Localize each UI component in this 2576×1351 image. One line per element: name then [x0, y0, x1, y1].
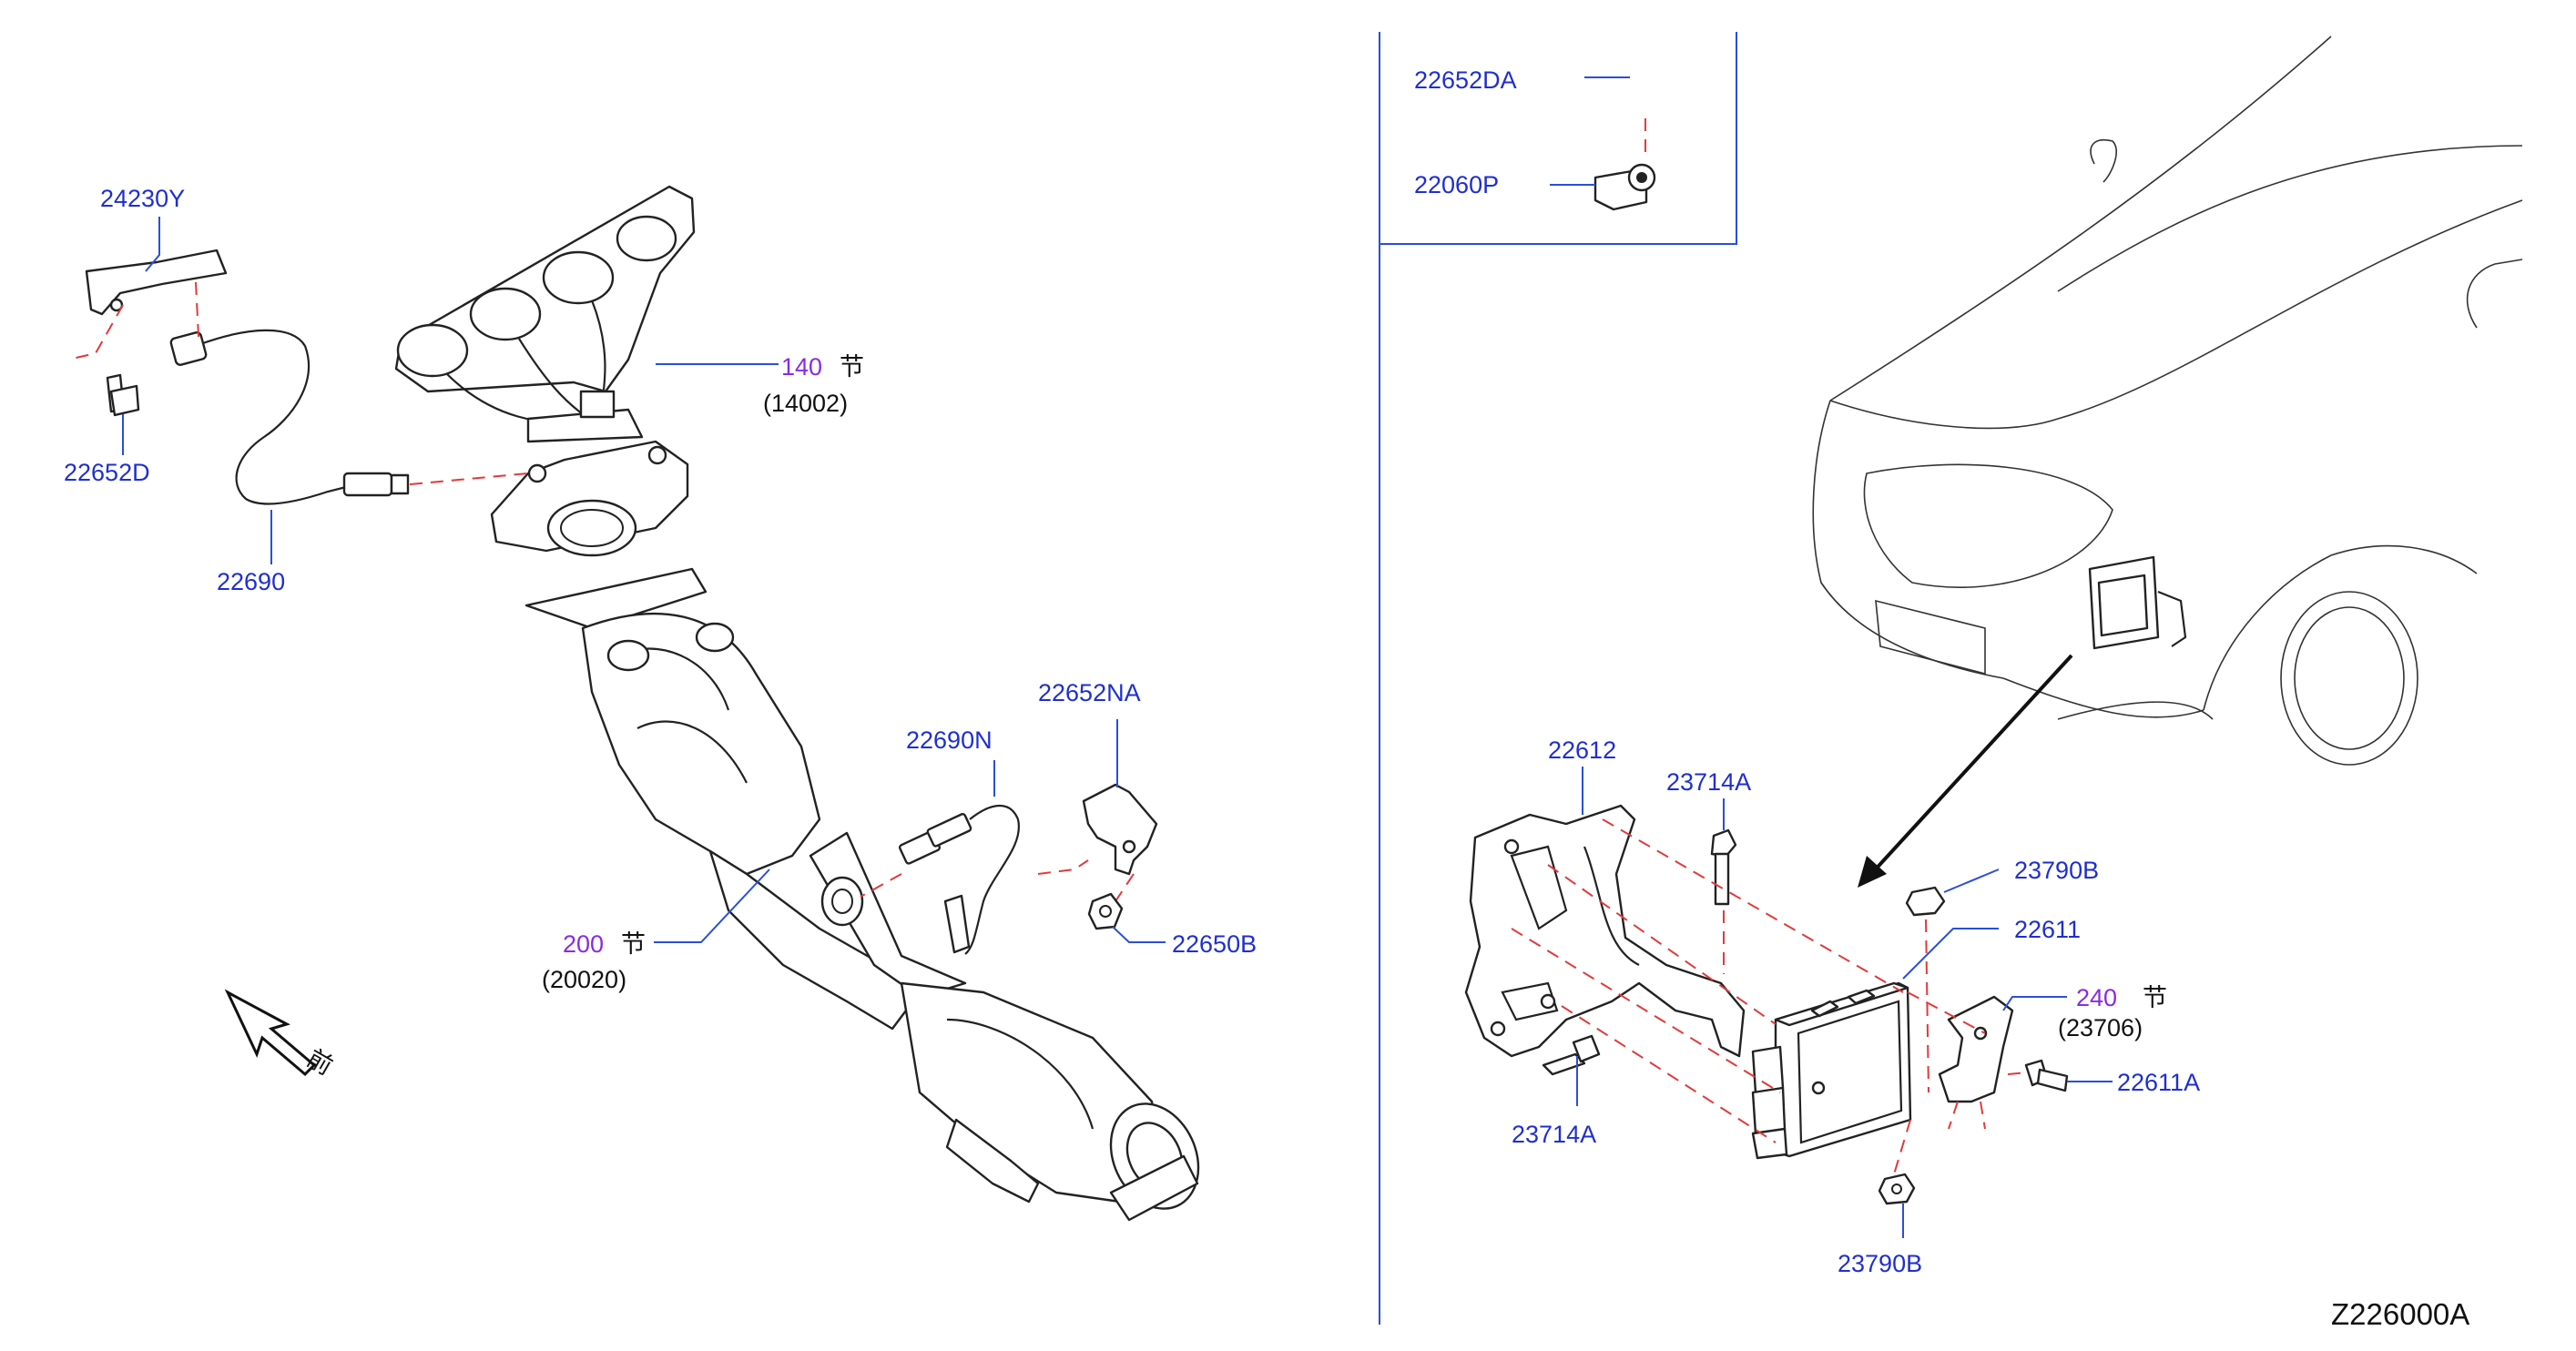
label-22611: 22611 [2014, 916, 2081, 943]
label-200-section: 节 [621, 930, 646, 958]
knock-sensor-part[interactable] [1593, 163, 1656, 211]
label-140-ref: (14002) [763, 390, 848, 417]
label-22690n: 22690N [906, 726, 993, 754]
bracket-guide-line-a [67, 304, 124, 361]
heated-oxygen-sensor-part[interactable] [899, 805, 1021, 955]
nut-guide-line [1115, 873, 1135, 902]
label-22652na: 22652NA [1038, 679, 1141, 706]
bolt-22611a[interactable] [2024, 1059, 2069, 1092]
label-22060p: 22060P [1414, 171, 1499, 198]
o2-sensor-guide-line [409, 472, 529, 485]
vehicle-outline [1812, 36, 2523, 766]
bolt-22652d[interactable] [106, 373, 140, 417]
label-22650b: 22650B [1172, 930, 1257, 958]
label-140-section: 节 [840, 353, 864, 381]
label-22652da: 22652DA [1414, 66, 1517, 94]
location-arrow [1858, 654, 2073, 888]
label-22611a: 22611A [2117, 1069, 2200, 1096]
label-23790b-bottom: 23790B [1838, 1250, 1922, 1277]
callout-labels: 24230Y 22652D 22690 140 节 (14002) 200 节 … [64, 66, 2469, 1331]
callout-leaders [122, 217, 2113, 1238]
front-tube-catalyst-part[interactable] [524, 567, 1215, 1223]
label-240-section: 节 [2143, 984, 2167, 1011]
label-240: 240 [2076, 984, 2117, 1011]
label-200-ref: (20020) [542, 966, 626, 993]
ecm-bracket-part[interactable] [1464, 804, 1746, 1058]
rear-sensor-guide-line [860, 873, 902, 898]
diagram-id: Z226000A [2331, 1297, 2469, 1331]
bolt-23714a-top[interactable] [1710, 828, 1737, 906]
bracket-guide-line-b [195, 281, 199, 338]
label-200: 200 [563, 930, 604, 958]
bolt-23714a-bottom[interactable] [1542, 1034, 1601, 1076]
label-23714a-top: 23714A [1666, 768, 1751, 796]
layout-dividers [1379, 32, 1737, 1325]
label-23790b-top: 23790B [2014, 857, 2099, 884]
top-nut-guide-line [1925, 919, 1929, 1093]
label-22652d: 22652D [64, 459, 150, 486]
ecm-unit-part[interactable] [1751, 981, 1912, 1160]
front-label: 前 [302, 1044, 337, 1080]
front-direction-arrow-icon [224, 989, 317, 1077]
rear-sensor-guide-line-b [1037, 859, 1089, 875]
air-fuel-sensor-part[interactable] [169, 329, 410, 505]
label-24230y: 24230Y [100, 185, 185, 212]
sensor-bracket-24230y[interactable] [85, 249, 228, 316]
connector-bracket-part[interactable] [1938, 995, 2014, 1103]
nut-23790b-top[interactable] [1905, 886, 1946, 917]
label-22612: 22612 [1548, 736, 1616, 764]
manifold-flange-part[interactable] [490, 440, 689, 557]
nut-23790b-bottom[interactable] [1878, 1173, 1916, 1205]
label-140: 140 [781, 353, 822, 381]
sensor-bracket-22652na[interactable] [1082, 783, 1158, 876]
label-23714a-bottom: 23714A [1512, 1121, 1596, 1148]
knock-sensor-inset [1550, 76, 1656, 211]
label-240-ref: (23706) [2058, 1014, 2143, 1041]
label-22690: 22690 [217, 568, 285, 595]
vehicle-ecm-location-mark [2088, 555, 2187, 650]
ecm-guide-lines [1511, 818, 2030, 1175]
exhaust-manifold-part[interactable] [394, 185, 696, 443]
nut-22650b[interactable] [1087, 892, 1124, 930]
